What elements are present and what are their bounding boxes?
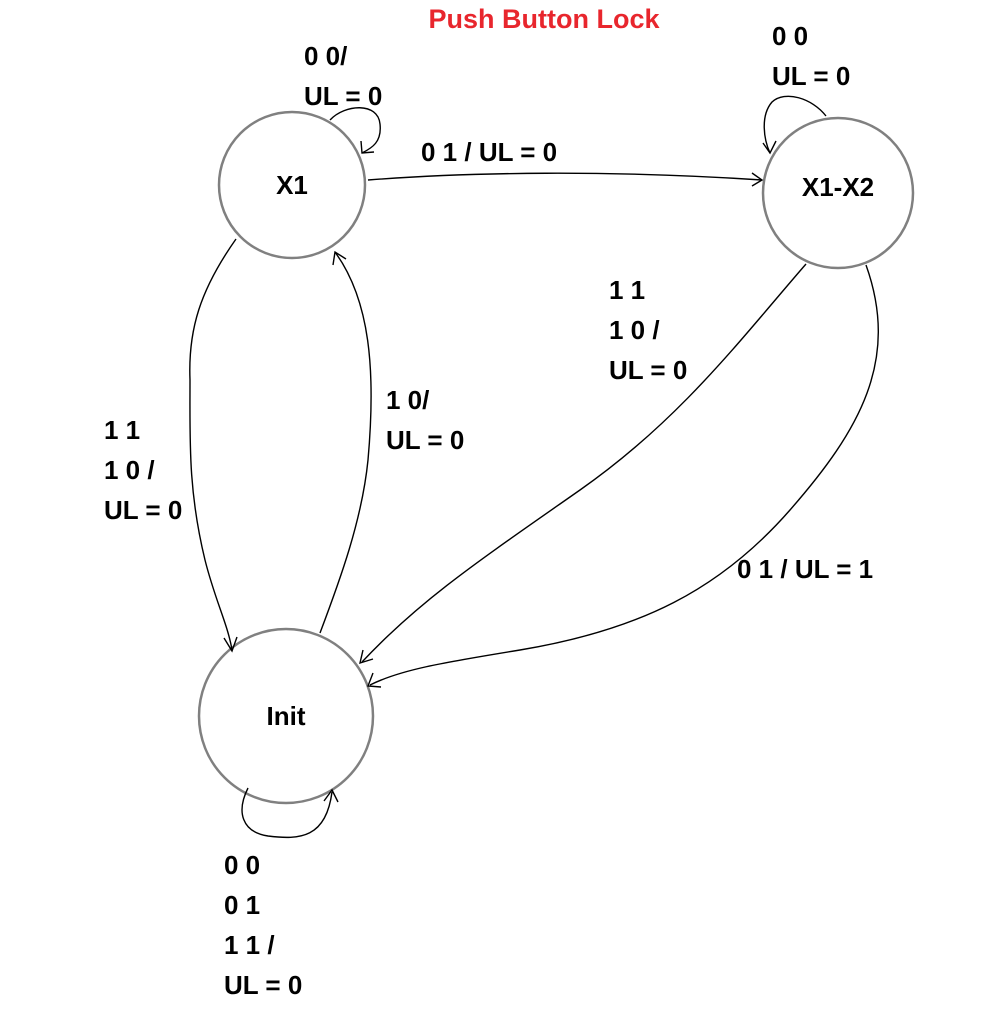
label-line: 0 0 <box>772 21 809 51</box>
label-line: 1 1 <box>104 415 141 445</box>
edge-x1-x2-self-loop <box>762 95 827 155</box>
state-x1-label: X1 <box>276 170 308 200</box>
edge-x1-x2-to-init-inner <box>359 263 807 665</box>
edge-x1-to-x1-x2 <box>367 172 764 187</box>
label-init-to-x1: 1 0/ UL = 0 <box>386 380 464 460</box>
edge-x1-x2-to-init-outer <box>367 264 879 688</box>
label-line: UL = 0 <box>224 970 303 1000</box>
label-line: 1 1 <box>609 275 646 305</box>
label-x1-self-loop: 0 0/ UL = 0 <box>304 36 382 116</box>
state-x1-x2-label: X1-X2 <box>802 172 874 202</box>
label-line: UL = 0 <box>304 81 383 111</box>
label-x1-x2-to-init-outer: 0 1 / UL = 1 <box>737 549 873 589</box>
label-line: 1 0 / <box>609 315 660 345</box>
label-line: 0 0 <box>224 850 261 880</box>
label-x1-x2-to-init-inner: 1 1 1 0 / UL = 0 <box>609 270 687 390</box>
label-init-self-loop: 0 0 0 1 1 1 / UL = 0 <box>224 845 302 1005</box>
label-line: 0 1 <box>224 890 261 920</box>
state-init-circle <box>197 627 375 805</box>
edge-init-to-x1 <box>319 250 372 634</box>
label-line: 0 1 / UL = 1 <box>737 554 874 584</box>
label-line: 1 0/ <box>386 385 430 415</box>
label-x1-to-init: 1 1 1 0 / UL = 0 <box>104 410 182 530</box>
edge-init-self-loop <box>241 787 339 839</box>
label-line: UL = 0 <box>772 61 851 91</box>
state-x1-x2-circle <box>761 116 915 270</box>
state-init: Init <box>197 627 375 805</box>
state-x1-x2: X1-X2 <box>761 116 915 270</box>
label-line: 0 0/ <box>304 41 348 71</box>
label-line: UL = 0 <box>609 355 688 385</box>
state-x1-circle <box>217 110 367 260</box>
label-line: 1 1 / <box>224 930 275 960</box>
label-x1-x2-self-loop: 0 0 UL = 0 <box>772 16 850 96</box>
label-line: 1 0 / <box>104 455 155 485</box>
label-line: UL = 0 <box>386 425 465 455</box>
edge-x1-self-loop <box>329 107 381 154</box>
state-init-label: Init <box>267 701 306 731</box>
edge-x1-to-init <box>189 238 238 653</box>
label-line: UL = 0 <box>104 495 183 525</box>
diagram-title: Push Button Lock <box>428 4 660 34</box>
label-x1-to-x1-x2: 0 1 / UL = 0 <box>421 132 557 172</box>
state-x1: X1 <box>217 110 367 260</box>
label-line: 0 1 / UL = 0 <box>421 137 558 167</box>
